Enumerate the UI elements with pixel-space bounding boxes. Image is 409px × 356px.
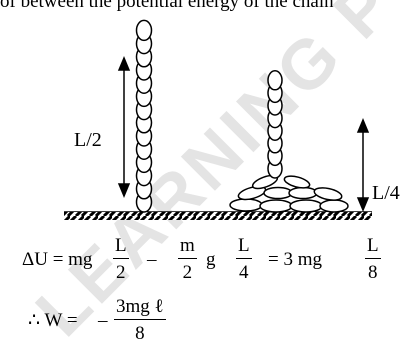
eq1-fraction-b: m 2: [178, 236, 197, 282]
left-hanging-chain: [135, 19, 153, 213]
eq1-fraction-d-den: 8: [368, 262, 378, 283]
eq1-fraction-a: L 2: [113, 236, 129, 282]
chain-link: [135, 19, 153, 42]
ground-hatching: [64, 212, 372, 220]
eq1-fraction-a-num: L: [113, 236, 129, 259]
eq1-fraction-c-den: 4: [239, 262, 249, 283]
eq1-fraction-c: L 4: [236, 236, 252, 282]
piled-chain: [229, 174, 349, 213]
eq1-fraction-d-num: L: [365, 236, 381, 259]
eq2-fraction: 3mg ℓ 8: [114, 297, 166, 343]
eq1-minus: –: [147, 249, 157, 270]
eq1-fraction-b-den: 2: [182, 262, 193, 283]
eq2-sign: –: [98, 310, 108, 331]
eq2-fraction-den: 8: [135, 323, 145, 344]
eq1-middle: = 3 mg: [268, 249, 322, 270]
quarter-length-label: L/4: [372, 182, 400, 204]
eq1-g: g: [206, 249, 216, 270]
eq1-fraction-b-num: m: [178, 236, 197, 259]
eq1-fraction-c-num: L: [236, 236, 252, 259]
eq2-lhs: ∴ W =: [28, 310, 78, 331]
eq1-fraction-a-den: 2: [116, 262, 126, 283]
eq1-lhs: ΔU = mg: [22, 249, 93, 270]
eq2-fraction-num: 3mg ℓ: [114, 297, 166, 320]
quarter-length-arrow: [356, 118, 370, 212]
header-text-fragment: of between the potential energy of the c…: [0, 0, 334, 12]
eq1-fraction-d: L 8: [365, 236, 381, 282]
chain-link: [267, 70, 283, 91]
half-length-label: L/2: [74, 129, 102, 151]
right-hanging-chain: [267, 70, 283, 179]
half-length-arrow: [117, 56, 131, 198]
